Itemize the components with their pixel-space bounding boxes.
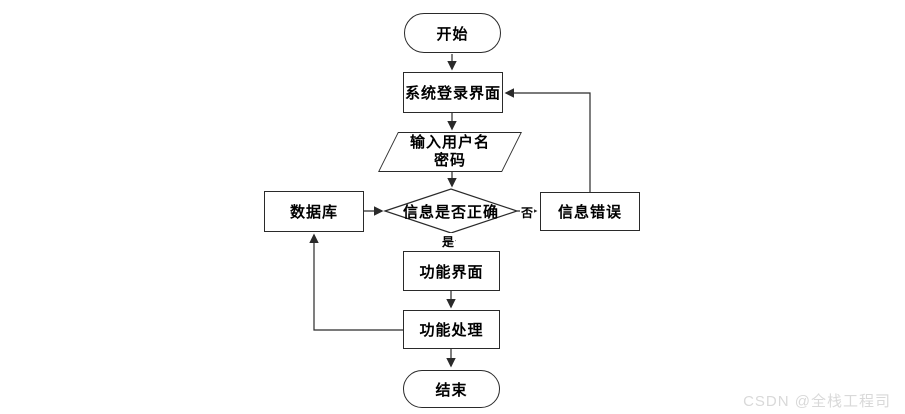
node-input-label-line1: 输入用户名	[409, 135, 490, 151]
node-input-label-line2: 密码	[433, 153, 466, 169]
node-decision-label: 信息是否正确	[402, 204, 499, 221]
node-login: 系统登录界面	[403, 72, 503, 113]
node-database-label: 数据库	[289, 205, 338, 221]
node-function-ui: 功能界面	[403, 251, 500, 291]
edge-label-no: 否	[520, 204, 535, 221]
edge-functionprocess-database	[309, 233, 403, 331]
node-start: 开始	[404, 13, 501, 53]
node-function-process: 功能处理	[403, 310, 500, 349]
node-database: 数据库	[264, 191, 364, 232]
node-end-label: 结束	[435, 382, 468, 399]
node-function-process-label: 功能处理	[419, 323, 484, 339]
node-error: 信息错误	[540, 192, 640, 231]
node-input-label: 输入用户名 密码	[388, 134, 512, 170]
node-login-label: 系统登录界面	[404, 86, 501, 102]
node-function-ui-label: 功能界面	[419, 264, 484, 281]
node-end: 结束	[403, 370, 500, 408]
edge-label-yes: 是	[441, 233, 456, 250]
csdn-watermark: CSDN @全栈工程司	[743, 393, 891, 410]
node-start-label: 开始	[436, 26, 469, 43]
edge-error-login	[504, 88, 591, 192]
node-error-label: 信息错误	[557, 205, 622, 221]
